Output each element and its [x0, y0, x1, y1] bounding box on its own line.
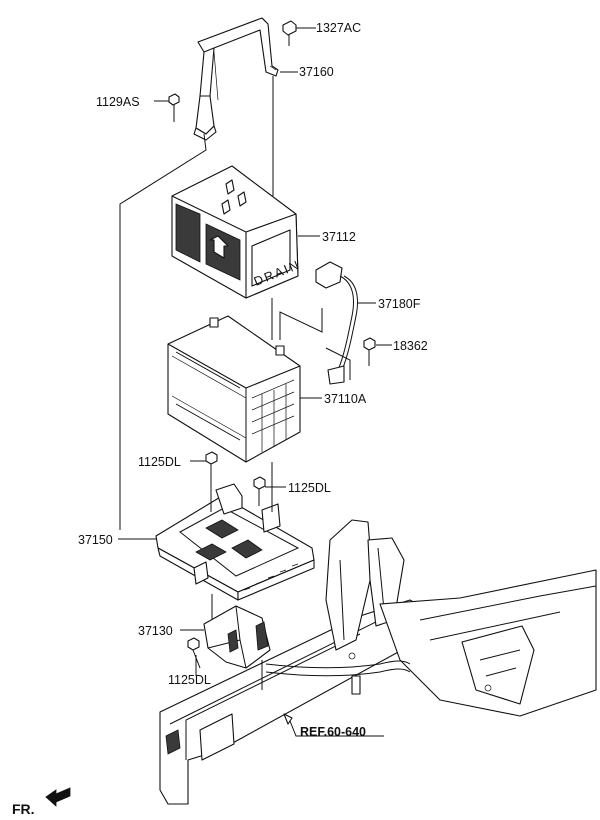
battery-tray-bracket — [203, 605, 271, 669]
label-37112: 37112 — [322, 230, 356, 244]
label-1125dl-upper-left: 1125DL — [138, 455, 181, 469]
front-label: FR. — [12, 801, 35, 817]
label-37160: 37160 — [299, 65, 334, 79]
label-1125dl-upper-right: 1125DL — [288, 481, 331, 495]
battery-cable — [315, 261, 358, 385]
label-1125dl-lower: 1125DL — [168, 673, 211, 687]
battery-tray — [155, 483, 315, 601]
bolt-18362 — [363, 337, 376, 366]
label-37110a: 37110A — [324, 392, 367, 406]
bolt-1125dl-c — [187, 637, 201, 669]
bolt-1129as — [168, 93, 180, 122]
battery-hold-down-bracket — [193, 17, 279, 141]
label-1129as: 1129AS — [96, 95, 140, 109]
label-18362: 18362 — [393, 339, 428, 353]
battery — [167, 315, 301, 463]
leader-lines — [118, 27, 392, 737]
label-reference: REF.60-640 — [300, 725, 366, 739]
label-37180f: 37180F — [378, 297, 421, 311]
label-1327ac: 1327AC — [316, 21, 361, 35]
bolt-1125dl-a — [205, 451, 218, 488]
vehicle-body-side-member — [159, 519, 597, 805]
label-37150: 37150 — [78, 533, 113, 547]
front-direction-marker: FR. — [12, 787, 71, 817]
label-37130: 37130 — [138, 624, 173, 638]
battery-insulation-tray: DRAIN — [171, 165, 302, 299]
front-arrow-icon — [45, 787, 71, 807]
bolt-1125dl-b — [253, 476, 266, 506]
bolt-1327ac — [282, 20, 297, 46]
